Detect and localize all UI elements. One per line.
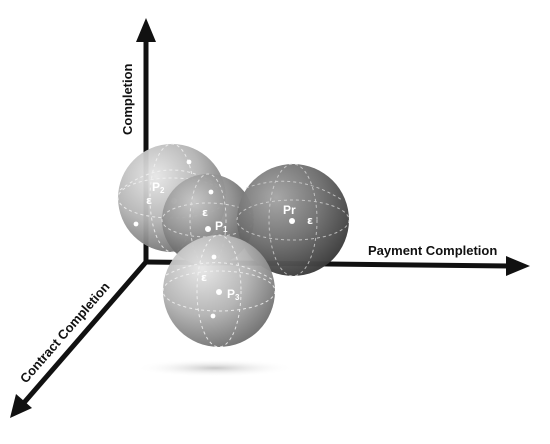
epsilon-pr: ε — [307, 214, 313, 227]
epsilon-p3: ε — [201, 271, 207, 284]
sphere-p3 — [162, 234, 276, 348]
point-label-p3: P3 — [227, 287, 240, 302]
epsilon-p1: ε — [202, 206, 208, 219]
point-label-p1: P1 — [215, 219, 228, 234]
depth-axis-label: Contract Completion — [17, 279, 113, 386]
horizontal-axis-label: Payment Completion — [368, 243, 497, 258]
depth-axis — [20, 260, 148, 407]
sphere-pr — [236, 163, 350, 277]
depth-axis-arrowhead — [10, 394, 32, 418]
vertical-axis-arrowhead — [136, 18, 156, 42]
point-label-p2: P2 — [152, 180, 165, 195]
sphere-shadow — [135, 359, 295, 377]
horizontal-axis-arrowhead — [506, 256, 530, 276]
point-label-pr: Pr — [283, 203, 296, 217]
vertical-axis-label: Completion — [120, 63, 135, 135]
epsilon-p2: ε — [146, 194, 152, 207]
